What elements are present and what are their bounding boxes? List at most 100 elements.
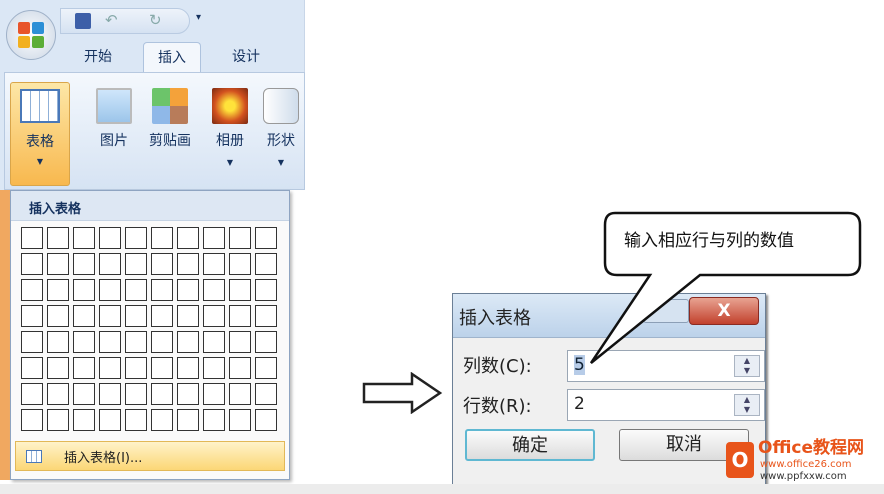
- grid-cell[interactable]: [125, 253, 147, 275]
- grid-cell[interactable]: [73, 227, 95, 249]
- grid-cell[interactable]: [125, 357, 147, 379]
- columns-spinner[interactable]: ▲▼: [734, 355, 760, 377]
- grid-cell[interactable]: [73, 331, 95, 353]
- table-button[interactable]: 表格 ▼: [10, 82, 70, 186]
- grid-cell[interactable]: [203, 253, 225, 275]
- grid-cell[interactable]: [125, 227, 147, 249]
- grid-cell[interactable]: [99, 357, 121, 379]
- grid-cell[interactable]: [21, 227, 43, 249]
- table-grid-picker[interactable]: [21, 227, 277, 431]
- grid-cell[interactable]: [229, 409, 251, 431]
- grid-cell[interactable]: [21, 357, 43, 379]
- grid-cell[interactable]: [125, 331, 147, 353]
- grid-cell[interactable]: [203, 227, 225, 249]
- grid-cell[interactable]: [203, 383, 225, 405]
- undo-icon[interactable]: ↶: [105, 11, 118, 29]
- grid-cell[interactable]: [21, 383, 43, 405]
- grid-cell[interactable]: [99, 253, 121, 275]
- office-button[interactable]: [6, 10, 56, 60]
- grid-cell[interactable]: [21, 305, 43, 327]
- grid-cell[interactable]: [151, 227, 173, 249]
- grid-cell[interactable]: [177, 409, 199, 431]
- grid-cell[interactable]: [255, 279, 277, 301]
- grid-cell[interactable]: [229, 305, 251, 327]
- grid-cell[interactable]: [203, 279, 225, 301]
- grid-cell[interactable]: [99, 331, 121, 353]
- grid-cell[interactable]: [229, 279, 251, 301]
- grid-cell[interactable]: [151, 305, 173, 327]
- shapes-button[interactable]: 形状 ▼: [258, 84, 304, 184]
- grid-cell[interactable]: [21, 253, 43, 275]
- grid-cell[interactable]: [47, 409, 69, 431]
- grid-cell[interactable]: [255, 253, 277, 275]
- grid-cell[interactable]: [177, 383, 199, 405]
- grid-cell[interactable]: [21, 331, 43, 353]
- grid-cell[interactable]: [255, 357, 277, 379]
- grid-cell[interactable]: [177, 305, 199, 327]
- grid-cell[interactable]: [47, 279, 69, 301]
- grid-cell[interactable]: [99, 305, 121, 327]
- grid-cell[interactable]: [73, 253, 95, 275]
- grid-cell[interactable]: [151, 253, 173, 275]
- grid-cell[interactable]: [21, 279, 43, 301]
- grid-cell[interactable]: [125, 305, 147, 327]
- grid-cell[interactable]: [255, 409, 277, 431]
- grid-cell[interactable]: [151, 383, 173, 405]
- tab-design[interactable]: 设计: [232, 49, 260, 65]
- grid-cell[interactable]: [177, 279, 199, 301]
- redo-icon[interactable]: ↻: [149, 11, 162, 29]
- grid-cell[interactable]: [255, 305, 277, 327]
- grid-cell[interactable]: [47, 227, 69, 249]
- grid-cell[interactable]: [229, 253, 251, 275]
- grid-cell[interactable]: [73, 383, 95, 405]
- grid-cell[interactable]: [99, 279, 121, 301]
- grid-cell[interactable]: [203, 357, 225, 379]
- grid-cell[interactable]: [151, 331, 173, 353]
- grid-cell[interactable]: [99, 227, 121, 249]
- grid-cell[interactable]: [99, 383, 121, 405]
- grid-cell[interactable]: [203, 331, 225, 353]
- rows-spinner[interactable]: ▲▼: [734, 394, 760, 416]
- grid-cell[interactable]: [125, 409, 147, 431]
- customize-icon[interactable]: ▾: [196, 12, 202, 23]
- grid-cell[interactable]: [47, 383, 69, 405]
- grid-cell[interactable]: [151, 357, 173, 379]
- grid-cell[interactable]: [229, 331, 251, 353]
- grid-cell[interactable]: [229, 383, 251, 405]
- grid-cell[interactable]: [229, 227, 251, 249]
- close-button[interactable]: X: [689, 297, 759, 325]
- grid-cell[interactable]: [151, 409, 173, 431]
- grid-cell[interactable]: [255, 227, 277, 249]
- grid-cell[interactable]: [255, 383, 277, 405]
- grid-cell[interactable]: [73, 409, 95, 431]
- album-button[interactable]: 相册 ▼: [202, 84, 258, 184]
- grid-cell[interactable]: [73, 305, 95, 327]
- grid-cell[interactable]: [177, 253, 199, 275]
- clipart-button[interactable]: 剪贴画: [142, 84, 198, 184]
- tab-insert[interactable]: 插入: [143, 42, 201, 72]
- grid-cell[interactable]: [203, 409, 225, 431]
- grid-cell[interactable]: [125, 383, 147, 405]
- rows-input[interactable]: 2 ▲▼: [567, 389, 765, 421]
- grid-cell[interactable]: [177, 331, 199, 353]
- grid-cell[interactable]: [203, 305, 225, 327]
- tab-home[interactable]: 开始: [84, 49, 112, 65]
- grid-cell[interactable]: [177, 357, 199, 379]
- grid-cell[interactable]: [73, 279, 95, 301]
- grid-cell[interactable]: [99, 409, 121, 431]
- grid-cell[interactable]: [229, 357, 251, 379]
- insert-table-menu-item[interactable]: 插入表格(I)...: [15, 441, 285, 471]
- grid-cell[interactable]: [151, 279, 173, 301]
- grid-cell[interactable]: [47, 331, 69, 353]
- picture-button[interactable]: 图片: [86, 84, 142, 184]
- grid-cell[interactable]: [255, 331, 277, 353]
- grid-cell[interactable]: [125, 279, 147, 301]
- grid-cell[interactable]: [47, 357, 69, 379]
- grid-cell[interactable]: [21, 409, 43, 431]
- ok-button[interactable]: 确定: [465, 429, 595, 461]
- grid-cell[interactable]: [47, 305, 69, 327]
- grid-cell[interactable]: [73, 357, 95, 379]
- save-icon[interactable]: [75, 13, 91, 29]
- grid-cell[interactable]: [47, 253, 69, 275]
- grid-cell[interactable]: [177, 227, 199, 249]
